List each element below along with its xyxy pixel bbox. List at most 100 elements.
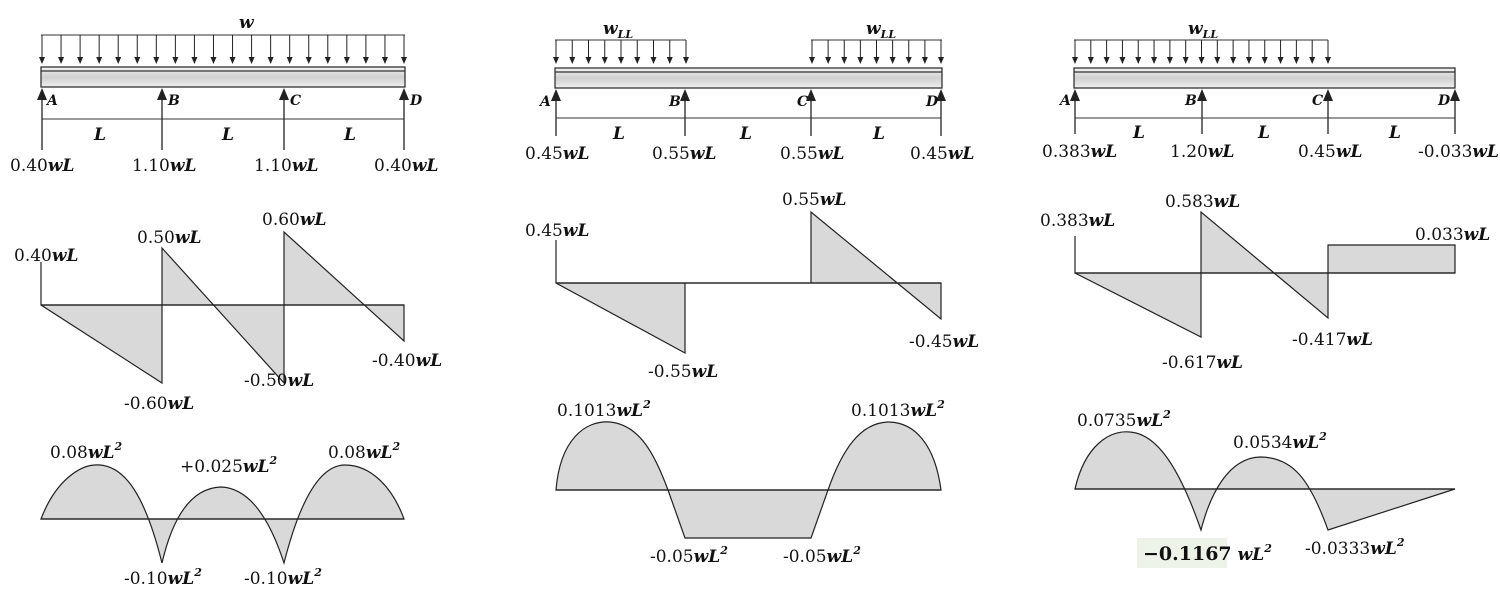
panel-2-beam: wLL wLL A B C D L L L 0.45wL 0.55wL 0.55… [525, 19, 974, 164]
shear-label: 0.60wL [262, 210, 326, 230]
span-label: L [221, 125, 234, 145]
moment-label: -0.05wL2 [650, 544, 728, 567]
load-arrow-head [401, 57, 407, 64]
support-b-label: B [167, 93, 180, 109]
moment-label: -0.10wL2 [244, 566, 322, 589]
reaction-a: 0.45wL [525, 144, 589, 164]
load-arrow-head [134, 57, 141, 64]
load-arrow-head [553, 57, 559, 64]
load-arrow-head [248, 57, 255, 64]
load-arrow-head [585, 57, 592, 64]
span-label: L [93, 125, 106, 145]
shear-label: 0.50wL [137, 228, 201, 248]
shear-region [40, 230, 405, 385]
support-c-label: C [1312, 93, 1323, 109]
beam [1073, 67, 1456, 89]
shear-label: -0.55wL [648, 362, 718, 382]
panel-3: wLL A B C D L L L 0.383wL 1.20wL 0.45wL … [1040, 19, 1499, 568]
reaction-arrows [1070, 89, 1460, 134]
span-label: L [612, 124, 625, 144]
distributed-load-arrows [553, 40, 944, 64]
moment-label: -0.05wL2 [783, 544, 861, 567]
load-arrow-head [666, 57, 673, 64]
load-arrow-head [841, 57, 848, 64]
load-arrow-head [343, 57, 350, 64]
load-arrow-head [905, 57, 912, 64]
moment-label: 0.08wL2 [328, 440, 400, 463]
load-arrow-head [39, 57, 45, 64]
reaction-d: 0.45wL [910, 144, 974, 164]
shear-label: 0.583wL [1165, 192, 1240, 212]
load-arrow-head [286, 57, 293, 64]
moment-label: 0.0534wL2 [1233, 430, 1327, 453]
load-arrow-head [1166, 57, 1173, 64]
moment-label: +0.025wL2 [180, 454, 278, 477]
load-arrow-head [1277, 57, 1284, 64]
load-label: wLL [603, 19, 633, 41]
load-arrow-head [569, 57, 576, 64]
shear-label: -0.417wL [1292, 330, 1373, 350]
load-arrow-head [809, 57, 815, 64]
load-arrow-head [305, 57, 312, 64]
load-arrow-head [1135, 57, 1142, 64]
support-d-label: D [409, 93, 423, 109]
load-arrow-head [77, 57, 84, 64]
distributed-load-arrows [1072, 40, 1331, 64]
span-label: L [872, 124, 885, 144]
moment-region [40, 464, 405, 566]
load-arrow-head [873, 57, 880, 64]
load-arrow-head [1151, 57, 1158, 64]
shear-region [1074, 210, 1456, 338]
load-arrow-head [601, 57, 608, 64]
moment-label: 0.1013wL2 [557, 398, 651, 421]
load-arrow-head [172, 57, 179, 64]
load-arrow-head [921, 57, 928, 64]
reaction-d: -0.033wL [1418, 142, 1499, 162]
span-label: L [1257, 123, 1270, 143]
shear-label: -0.50wL [244, 371, 314, 391]
shear-diagram: 0.40wL 0.50wL 0.60wL -0.60wL -0.50wL -0.… [14, 210, 442, 414]
shear-label: -0.40wL [372, 351, 442, 371]
shear-label: 0.45wL [525, 221, 589, 241]
support-b-label: B [668, 94, 681, 110]
reaction-b: 1.20wL [1170, 142, 1234, 162]
support-d-label: D [925, 94, 939, 110]
span-label: L [343, 125, 356, 145]
moment-label: -0.0333wL2 [1305, 536, 1405, 559]
load-arrow-head [153, 57, 160, 64]
load-arrow-head [1087, 57, 1094, 64]
highlight-box [1137, 538, 1227, 568]
shear-label: 0.40wL [14, 246, 78, 266]
load-arrow-head [1325, 57, 1331, 64]
span-label: L [1388, 123, 1401, 143]
moment-region [555, 421, 942, 539]
support-a-label: A [1058, 93, 1071, 109]
support-c-label: C [797, 94, 808, 110]
moment-label: 0.08wL2 [50, 440, 122, 463]
moment-diagram: 0.1013wL2 0.1013wL2 -0.05wL2 -0.05wL2 [555, 398, 945, 567]
shear-diagram: 0.45wL 0.55wL -0.55wL -0.45wL [525, 190, 979, 382]
reaction-d: 0.40wL [374, 156, 438, 176]
shear-label: 0.383wL [1040, 211, 1115, 231]
moment-label: 0.0735wL2 [1077, 408, 1171, 431]
load-arrow-head [650, 57, 657, 64]
load-arrow-head [1182, 57, 1189, 64]
load-arrow-head [1119, 57, 1126, 64]
load-arrow-head [1245, 57, 1252, 64]
load-arrow-head [889, 57, 896, 64]
panel-1-beam: w A B C D L L L 0.40wL 1.10wL 1.10wL 0.4… [10, 13, 438, 176]
support-a-label: A [538, 94, 551, 110]
moment-region [1074, 431, 1456, 533]
moment-label: -0.10wL2 [124, 566, 202, 589]
moment-label: 0.1013wL2 [851, 398, 945, 421]
support-b-label: B [1184, 93, 1197, 109]
load-arrow-head [96, 57, 103, 64]
load-label: wLL [866, 19, 896, 41]
load-arrow-head [191, 57, 198, 64]
load-arrow-head [1214, 57, 1221, 64]
load-arrow-head [1230, 57, 1237, 64]
support-a-label: A [45, 93, 58, 109]
